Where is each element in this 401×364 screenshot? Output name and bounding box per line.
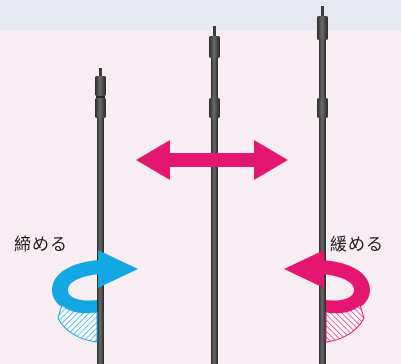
tighten-rotation-arrow	[52, 250, 138, 343]
header-band	[0, 0, 401, 30]
extend-double-arrow	[136, 140, 288, 180]
telescopic-pole-right	[317, 6, 328, 364]
loosen-rotation-arrow	[284, 250, 370, 343]
loosen-label: 緩める	[330, 235, 384, 255]
telescopic-pole-middle	[209, 26, 220, 364]
telescopic-pole-left	[95, 68, 106, 364]
tighten-label: 締める	[14, 235, 68, 255]
